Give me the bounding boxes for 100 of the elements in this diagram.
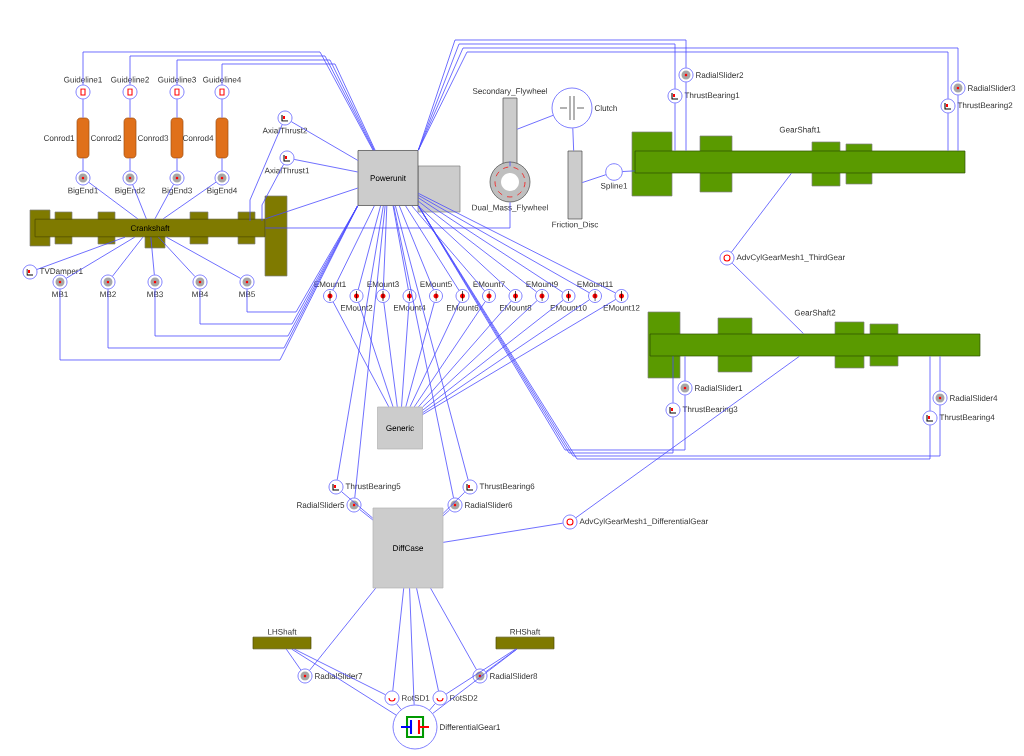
connector-line — [422, 299, 617, 415]
connector-line — [414, 301, 486, 408]
connector-line — [405, 302, 435, 408]
connector-line — [417, 205, 511, 292]
connector-line — [129, 157, 131, 172]
connector-line — [82, 51, 374, 151]
connector-line — [176, 98, 178, 119]
connector-line — [685, 81, 687, 152]
connector-line — [382, 205, 388, 290]
connector-line — [336, 205, 384, 481]
connector-line — [88, 182, 139, 220]
connector-line — [731, 262, 804, 335]
connector-line — [392, 205, 409, 290]
connector-line — [395, 205, 469, 481]
connector-line — [176, 59, 375, 151]
connector-line — [411, 205, 485, 292]
connector-line — [409, 587, 415, 706]
node-label: GearShaft1 — [779, 126, 821, 133]
connector-line — [957, 94, 959, 152]
connector-line — [417, 200, 537, 293]
axle-shaft-drawing: LHShaft — [252, 628, 312, 650]
connector-line — [82, 157, 84, 172]
node-label: Friction_Disc — [552, 221, 599, 229]
connector-line — [672, 355, 674, 404]
connector-line — [929, 355, 931, 412]
connector-line — [422, 300, 538, 408]
connector-line — [572, 127, 575, 152]
connector-line — [354, 205, 386, 499]
connector-line — [418, 300, 512, 408]
connector-line — [731, 172, 792, 253]
component-box: Generic — [377, 406, 423, 450]
connector-line — [516, 114, 554, 130]
connector-line — [417, 192, 616, 294]
connector-line — [112, 236, 144, 277]
connector-line — [442, 491, 466, 514]
connector-line — [684, 355, 686, 382]
connector-line — [509, 161, 511, 167]
connector-line — [405, 205, 460, 291]
node-label: LHShaft — [268, 628, 297, 635]
node-label: Secondary_Flywheel — [472, 88, 547, 96]
connector-line — [409, 301, 460, 408]
conrod-drawing: Conrod4 — [182, 117, 229, 159]
node-label: Conrod4 — [182, 135, 214, 141]
connector-line — [417, 194, 590, 293]
connector-line — [445, 648, 516, 695]
connector-line — [221, 157, 223, 172]
connector-line — [581, 174, 607, 183]
connector-line — [132, 184, 147, 220]
connector-line — [393, 205, 454, 499]
connector-line — [341, 491, 374, 519]
connector-line — [264, 187, 359, 220]
gear-shaft-drawing: GearShaft2 — [647, 309, 981, 379]
connector-line — [332, 301, 390, 408]
conrod-drawing: Conrod1 — [43, 117, 90, 159]
connector-line — [442, 509, 450, 517]
connector-line — [158, 236, 196, 277]
connector-line — [246, 205, 359, 313]
connector-line — [285, 648, 302, 671]
connector-line — [429, 703, 436, 711]
connector-line — [674, 102, 676, 152]
connector-line — [261, 164, 284, 222]
connector-line — [430, 587, 477, 670]
axle-shaft-drawing: RHShaft — [495, 628, 555, 650]
connector-line — [291, 648, 397, 716]
connector-line — [82, 98, 84, 119]
node-label: Conrod3 — [137, 135, 169, 141]
connector-line — [221, 98, 223, 119]
flywheel-bar: Friction_Disc — [552, 150, 599, 229]
connector-line — [392, 587, 405, 692]
connector-line — [401, 302, 410, 408]
connector-line — [432, 648, 518, 714]
connector-line — [416, 587, 439, 692]
connector-line — [294, 648, 386, 696]
connector-line — [947, 112, 949, 152]
conrod-drawing: Conrod3 — [137, 117, 184, 159]
connector-line — [290, 121, 359, 161]
gear-shaft-drawing: GearShaft1 — [631, 126, 966, 197]
connector-line — [442, 522, 564, 543]
connector-line — [150, 236, 155, 276]
connector-line — [939, 355, 941, 392]
connector-line — [176, 157, 178, 172]
connector-line — [332, 205, 375, 291]
connector-line — [396, 703, 402, 710]
connector-line — [422, 299, 590, 413]
connector-line — [383, 302, 398, 408]
connector-line — [65, 236, 136, 279]
connector-line — [359, 509, 374, 521]
connector-line — [129, 98, 131, 119]
case-box: DiffCase — [372, 507, 444, 589]
node-label: Conrod2 — [90, 135, 122, 141]
connector-line — [249, 124, 283, 222]
connector-line — [154, 184, 174, 220]
connector-line — [575, 355, 800, 519]
conrod-drawing: Conrod2 — [90, 117, 137, 159]
connector-line — [309, 587, 376, 671]
node-label: Dual_Mass_Flywheel — [472, 204, 548, 212]
connector-line — [221, 63, 376, 151]
connector-line — [162, 181, 217, 220]
engine-drawing: Powerunit — [357, 150, 461, 213]
connector-line — [264, 201, 511, 229]
